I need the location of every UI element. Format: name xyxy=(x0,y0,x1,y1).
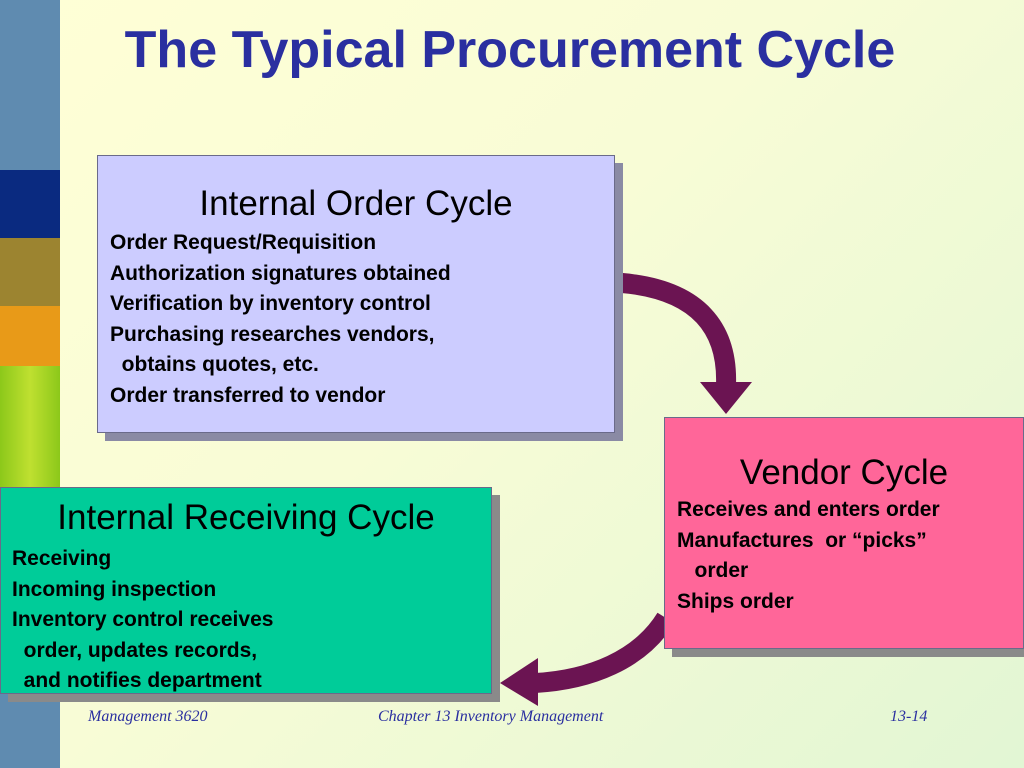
internal-order-cycle-steps: Order Request/Requisition Authorization … xyxy=(110,228,614,412)
step-line: obtains quotes, etc. xyxy=(110,353,319,377)
footer-slide-number: 13-14 xyxy=(890,708,928,725)
slide-title: The Typical Procurement Cycle xyxy=(124,21,896,79)
internal-receiving-cycle-heading: Internal Receiving Cycle xyxy=(57,498,435,537)
step-line: Authorization signatures obtained xyxy=(110,261,451,285)
step-line: Verification by inventory control xyxy=(110,292,431,316)
step-line: Incoming inspection xyxy=(12,577,217,601)
step-line: Purchasing researches vendors, xyxy=(110,322,435,346)
step-line: Order Request/Requisition xyxy=(110,231,377,254)
arrow-order-to-vendor-head xyxy=(700,382,752,414)
decor-stripe-steelblue-top xyxy=(0,0,60,170)
footer-chapter: Chapter 13 Inventory Management xyxy=(378,708,604,725)
decor-stripe-orange xyxy=(0,306,60,366)
vendor-cycle-heading: Vendor Cycle xyxy=(739,453,949,492)
step-line: Order transferred to vendor xyxy=(110,383,386,407)
arrow-order-to-vendor xyxy=(620,273,737,386)
vendor-cycle-steps: Receives and enters order Manufactures o… xyxy=(677,495,1023,617)
internal-receiving-cycle-steps: Receiving Incoming inspection Inventory … xyxy=(12,544,491,697)
step-line: Manufactures or “picks” xyxy=(677,528,927,552)
step-line: order xyxy=(677,559,749,583)
internal-order-cycle-heading: Internal Order Cycle xyxy=(199,184,513,223)
step-line: Receives and enters order xyxy=(677,498,940,521)
decor-stripe-olive xyxy=(0,238,60,306)
arrow-vendor-to-receiving-head xyxy=(500,658,538,706)
footer-course: Management 3620 xyxy=(88,708,208,725)
arrow-vendor-to-receiving xyxy=(534,612,675,693)
internal-receiving-cycle-box: Internal Receiving Cycle Receiving Incom… xyxy=(0,487,492,694)
step-line: Ships order xyxy=(677,589,794,613)
decor-stripe-lime xyxy=(0,366,60,488)
internal-order-cycle-box: Internal Order Cycle Order Request/Requi… xyxy=(97,155,615,433)
decor-stripe-navy xyxy=(0,170,60,238)
step-line: order, updates records, xyxy=(12,638,258,662)
step-line: Receiving xyxy=(12,547,112,570)
vendor-cycle-box: Vendor Cycle Receives and enters order M… xyxy=(664,417,1024,649)
step-line: Inventory control receives xyxy=(12,608,274,632)
step-line: and notifies department xyxy=(12,669,262,693)
